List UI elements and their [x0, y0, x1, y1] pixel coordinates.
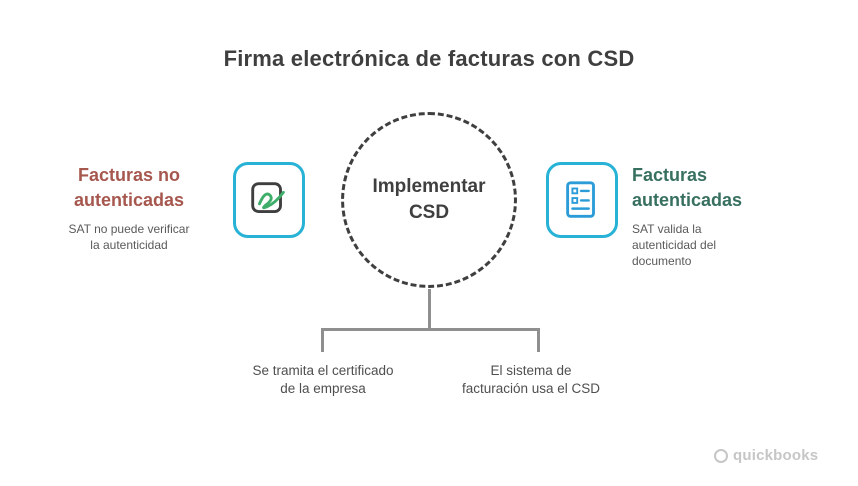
center-circle-label-line2: CSD: [408, 202, 450, 223]
connector-stub-left: [321, 328, 324, 352]
right-icon-frame: [546, 162, 618, 238]
right-heading-line1: Facturas: [632, 165, 708, 185]
connector-vertical-main: [428, 289, 431, 330]
connector-horizontal-bar: [321, 328, 540, 331]
center-circle-label-line1: Implementar: [372, 176, 486, 198]
left-icon-frame: [233, 162, 305, 238]
left-heading-line2: autenticadas: [73, 190, 185, 211]
bottom-right-note-line1: El sistema de: [490, 363, 572, 378]
bottom-left-note: Se tramita el certificado de la empresa: [218, 362, 428, 398]
brand-logo-icon: [714, 448, 728, 463]
right-note-line1: SAT valida la: [632, 222, 702, 237]
signed-invoice-icon: [246, 177, 292, 223]
center-circle: Implementar CSD: [341, 112, 517, 288]
left-item: Facturas no autenticadas SAT no puede ve…: [38, 163, 220, 254]
right-note-line3: documento: [632, 254, 692, 269]
right-note-line2: autenticidad del: [632, 238, 717, 253]
bottom-left-note-line1: Se tramita el certificado: [252, 363, 394, 378]
bottom-right-note-line2: facturación usa el CSD: [461, 380, 601, 396]
bottom-left-note-line2: de la empresa: [280, 380, 366, 396]
bottom-right-note: El sistema de facturación usa el CSD: [426, 362, 636, 398]
left-note-line1: SAT no puede verificar: [68, 222, 190, 237]
brand-watermark-label: quickbooks: [733, 447, 819, 464]
left-heading-line1: Facturas no: [77, 165, 181, 185]
brand-watermark: quickbooks: [714, 447, 848, 464]
right-item: Facturas autenticadas SAT valida la aute…: [632, 163, 807, 270]
page-title: Firma electrónica de facturas con CSD: [223, 46, 635, 71]
verified-invoice-icon: [559, 177, 605, 223]
right-heading-line2: autenticadas: [632, 190, 743, 211]
left-note-line2: la autenticidad: [90, 238, 168, 253]
connector-stub-right: [537, 328, 540, 352]
